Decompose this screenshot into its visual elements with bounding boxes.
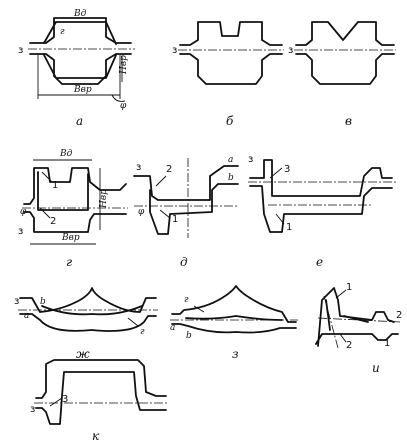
panel-d-caption: д xyxy=(180,255,188,269)
panel-zh-caption: ж xyxy=(76,347,90,361)
panel-g-caption: г xyxy=(66,255,72,269)
panel-z-leader-g xyxy=(193,305,205,313)
panel-zh-gap-label: з xyxy=(14,296,19,307)
panel-zh-a: a xyxy=(24,311,29,321)
panel-d-num-1: 1 xyxy=(172,214,178,225)
panel-v-outline xyxy=(295,21,395,85)
panel-g-angle: φ xyxy=(20,207,27,217)
panel-g-width-bottom: Bвр xyxy=(61,233,80,243)
panel-zh-upper xyxy=(19,287,157,313)
panel-k: з 3 к xyxy=(30,359,168,443)
panel-d-leader-2 xyxy=(155,175,167,187)
panel-g-width-top: Bд xyxy=(59,149,73,159)
panel-i-num-2: 2 xyxy=(346,340,352,351)
panel-k-caption: к xyxy=(92,429,100,443)
panel-i: 1 2 2 1 и xyxy=(315,282,402,375)
panel-k-num-3: 3 xyxy=(62,394,68,405)
panel-g-num-2: 2 xyxy=(50,216,56,227)
panel-z-b: b xyxy=(186,331,192,341)
panel-zh: з a b г ж xyxy=(14,287,158,361)
panel-i-leader-2 xyxy=(339,333,347,343)
panel-b-outline xyxy=(179,21,283,85)
panel-g-outline xyxy=(23,167,127,233)
panel-d: з 2 1 φ a b д xyxy=(133,155,239,269)
panel-i-leader-1 xyxy=(335,289,347,299)
panel-d-angle: φ xyxy=(138,207,145,217)
panel-e: з 3 1 е xyxy=(248,154,396,269)
panel-a-width-top: Bд xyxy=(73,9,87,19)
panel-a: з г Bд Bвр Hвр φ а xyxy=(18,9,135,128)
panel-z-lower xyxy=(171,323,297,334)
panel-z-upper xyxy=(171,285,297,323)
panel-e-leader-3 xyxy=(269,167,283,179)
panel-i-outline xyxy=(315,287,399,347)
panel-a-radius-label: г xyxy=(60,27,65,37)
panel-zh-leader-g xyxy=(127,317,139,327)
panel-e-leader-1 xyxy=(275,213,285,225)
panel-z-caption: з xyxy=(232,347,239,361)
panel-a-flash-lower xyxy=(29,53,132,85)
panel-k-leader-3 xyxy=(49,397,63,407)
panel-d-a: a xyxy=(228,155,233,165)
panel-e-caption: е xyxy=(316,255,323,269)
panel-k-outline xyxy=(35,359,167,425)
panel-a-angle: φ xyxy=(120,101,127,111)
panel-i-num-2b: 2 xyxy=(396,310,402,321)
panel-z-radius: г xyxy=(184,295,189,305)
panel-e-num-1: 1 xyxy=(286,222,292,233)
panel-zh-lower xyxy=(19,313,157,332)
panel-i-num-1b: 1 xyxy=(384,338,390,349)
panel-g-inner xyxy=(37,171,89,211)
panel-g-num-1: 1 xyxy=(52,180,58,191)
panel-b-gap-label: з xyxy=(172,45,177,56)
panel-zh-b: b xyxy=(40,297,46,307)
panel-v: з в xyxy=(288,21,396,128)
panel-d-num-2: 2 xyxy=(166,164,172,175)
panel-e-gap-label: з xyxy=(248,154,253,165)
panel-k-gap-label: з xyxy=(30,404,35,415)
panel-g-leader-1 xyxy=(41,171,53,183)
panel-z: г a b з xyxy=(170,285,298,361)
panel-d-outline xyxy=(133,165,239,235)
panel-g: з φ 1 2 Bд Bвр Hвр г xyxy=(18,149,128,269)
panel-i-inner xyxy=(325,299,369,331)
panel-i-num-1: 1 xyxy=(346,282,352,293)
panel-e-num-3: 3 xyxy=(284,164,290,175)
panel-v-gap-label: з xyxy=(288,45,293,56)
panel-z-inner xyxy=(185,315,283,321)
panel-g-gap-label: з xyxy=(18,226,23,237)
panel-zh-inner xyxy=(41,305,143,316)
panel-d-gap-label: з xyxy=(136,162,141,173)
panel-a-gap-label: з xyxy=(18,45,23,56)
panel-b: з б xyxy=(172,21,284,128)
panel-g-height: Hвр xyxy=(99,189,109,209)
panel-a-angle-arc xyxy=(111,94,126,102)
panel-e-outline xyxy=(249,159,393,233)
panel-z-a: a xyxy=(170,323,175,333)
panel-zh-radius: г xyxy=(140,327,145,337)
panel-a-width-bottom: Bвр xyxy=(73,85,92,95)
panel-b-caption: б xyxy=(226,114,234,128)
panel-d-leader-1 xyxy=(159,209,171,219)
panel-a-caption: а xyxy=(76,114,83,128)
panel-d-b: b xyxy=(228,173,234,183)
panel-i-caption: и xyxy=(372,361,380,375)
panel-v-caption: в xyxy=(345,114,352,128)
panel-i-axis xyxy=(317,317,401,323)
panel-i-axis-v xyxy=(323,295,339,349)
panel-a-height: Hвр xyxy=(119,55,129,75)
panel-g-leader-2 xyxy=(39,207,51,219)
